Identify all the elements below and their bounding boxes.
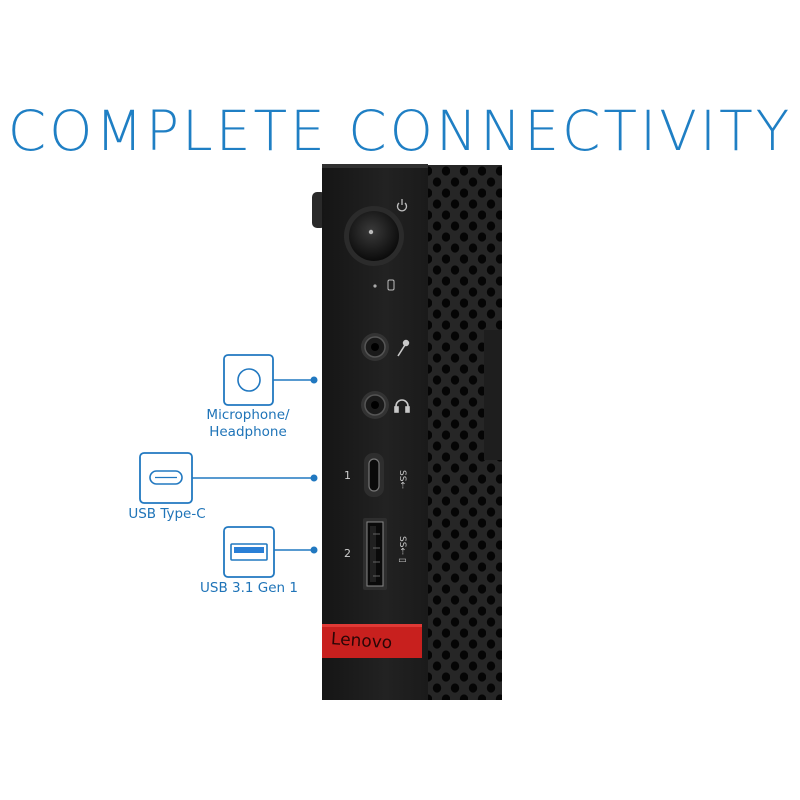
- microphone-icon: [397, 339, 410, 357]
- vent-grille: [422, 165, 502, 700]
- usbc-callout-label: USB Type-C: [128, 506, 206, 522]
- audio-label-line2: Headphone: [209, 424, 287, 440]
- port-number-2: 2: [344, 547, 351, 560]
- headline: COMPLETE CONNECTIVITY: [7, 99, 793, 163]
- lenovo-badge: [322, 624, 422, 658]
- headphone-icon: [394, 399, 410, 413]
- disk-activity-icon: [387, 279, 395, 291]
- power-button[interactable]: [344, 206, 404, 266]
- usba-callout-icon: [223, 526, 318, 578]
- usb-a-port-icon[interactable]: [363, 518, 387, 590]
- port-number-1: 1: [344, 469, 351, 482]
- svg-text:SS⇠ ▯: SS⇠ ▯: [397, 536, 407, 563]
- superspeed-charge-icon: SS⇠ ▯: [397, 536, 407, 563]
- usb-c-port-icon[interactable]: [364, 453, 384, 497]
- svg-text:SS⇠: SS⇠: [397, 470, 407, 489]
- audio-label-line1: Microphone/: [206, 407, 290, 423]
- audio-callout-label: Microphone/ Headphone: [196, 407, 300, 441]
- status-led: [373, 284, 377, 288]
- audio-callout-icon: [223, 354, 318, 406]
- usba-callout-label: USB 3.1 Gen 1: [200, 580, 298, 596]
- usbc-callout-icon: [139, 452, 318, 504]
- superspeed-usb-icon: SS⇠: [397, 470, 407, 489]
- microphone-jack[interactable]: [361, 333, 389, 361]
- headphone-jack[interactable]: [361, 391, 389, 419]
- brand-logo-text: Lenovo: [330, 629, 393, 653]
- power-icon: [396, 199, 408, 212]
